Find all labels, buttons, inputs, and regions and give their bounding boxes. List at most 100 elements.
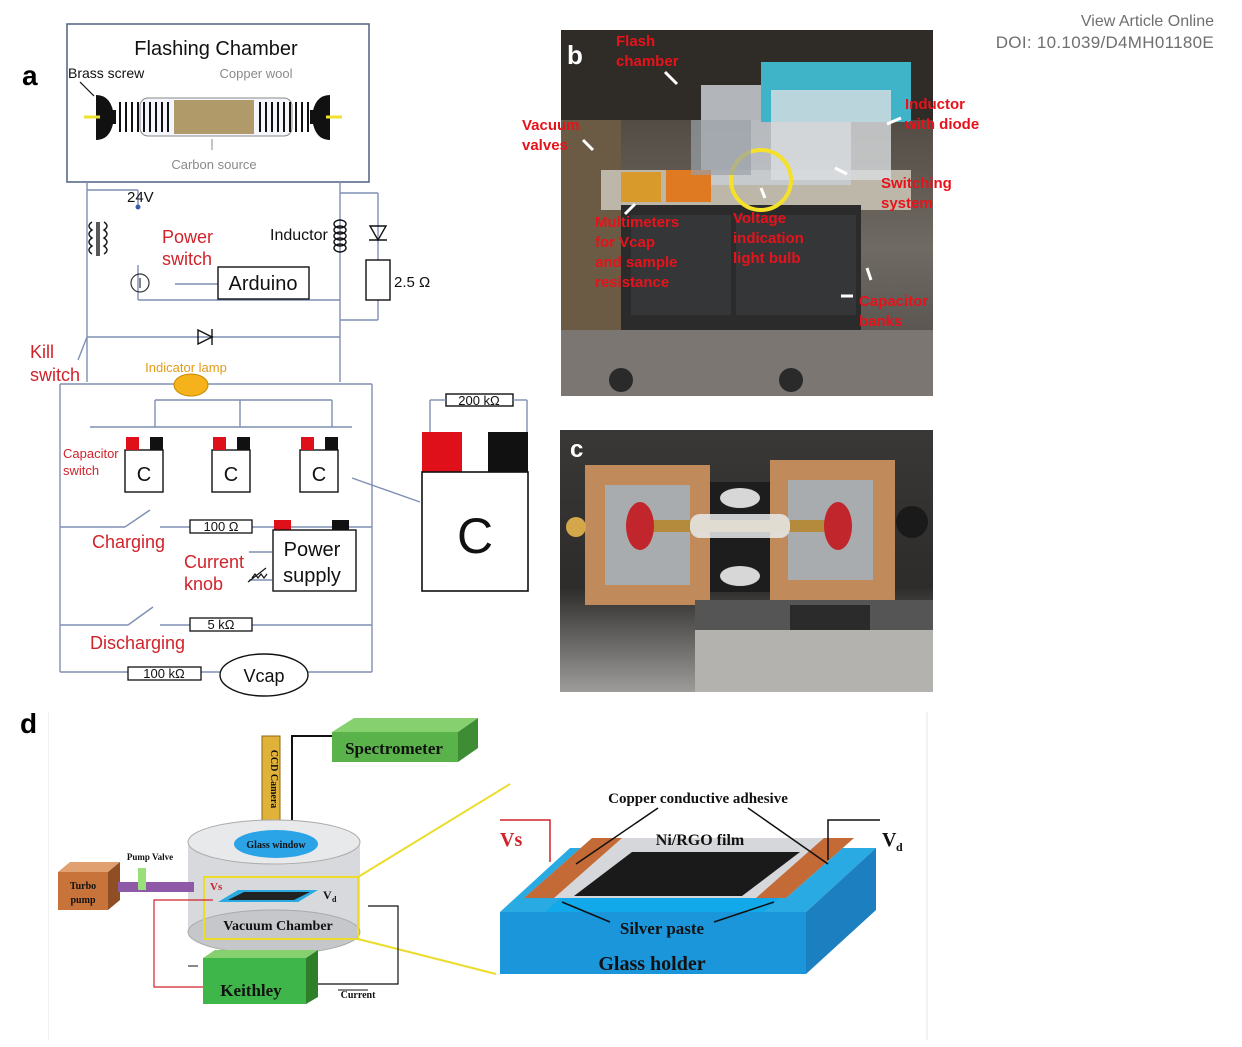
- resistor-2-5-label: 2.5 Ω: [394, 274, 430, 291]
- capacitor-detail-label: C: [457, 508, 493, 564]
- vd-small-label: V: [323, 888, 332, 902]
- capacitor-3-label: C: [312, 464, 326, 486]
- arduino-label: Arduino: [229, 273, 298, 295]
- power-switch-label-2: switch: [162, 249, 212, 269]
- spectrometer-box: [332, 732, 458, 762]
- resistor-5k: [189, 617, 253, 632]
- vcap-meter: [219, 653, 309, 697]
- film-label: Ni/RGO film: [656, 832, 745, 849]
- capacitor-2-label: C: [224, 464, 238, 486]
- capacitor-detail: [421, 471, 529, 592]
- voltage-label-2: indication: [733, 230, 804, 247]
- flash-chamber-label-2: chamber: [616, 53, 679, 70]
- kill-switch-label-2: switch: [30, 365, 80, 385]
- power-supply-label-1: Power: [284, 539, 341, 561]
- zoom-highlight: [203, 876, 359, 940]
- potentiometer-symbol: [247, 567, 268, 583]
- discharging-label: Discharging: [90, 633, 185, 653]
- multimeters-label-2: for Vcap: [595, 234, 655, 251]
- voltage-label-1: Voltage: [733, 210, 786, 227]
- switching-label-1: Switching: [881, 175, 952, 192]
- flyback-diode: [197, 328, 214, 346]
- glass-window-label: Glass window: [246, 840, 306, 851]
- pump-valve: [138, 868, 146, 890]
- copper-adhesive-label: Copper conductive adhesive: [608, 791, 788, 807]
- vs-small-label: Vs: [210, 881, 223, 893]
- turbo-pump-label-1: Turbo: [70, 881, 96, 892]
- spectrometer-label: Spectrometer: [345, 739, 443, 758]
- silver-paste-label: Silver paste: [620, 919, 705, 938]
- power-supply-box: [272, 529, 357, 592]
- charging-label: Charging: [92, 532, 165, 552]
- multimeters-label-4: resistance: [595, 274, 669, 291]
- doi-text: DOI: 10.1039/D4MH01180E: [995, 33, 1214, 52]
- power-switch-label-1: Power: [162, 227, 213, 247]
- switching-label-2: system: [881, 195, 933, 212]
- capacitor-bank: [124, 437, 339, 493]
- glass-holder: [500, 912, 806, 974]
- arduino-box: [217, 266, 310, 300]
- current-label: Current: [341, 990, 376, 1001]
- vcap-label: Vcap: [243, 666, 284, 686]
- resistor-5k-label: 5 kΩ: [207, 617, 234, 632]
- resistor-100k: [127, 666, 202, 681]
- v24-label: 24V: [127, 189, 154, 206]
- panel-b-letter: b: [567, 40, 583, 70]
- multimeters-label-3: and sample: [595, 254, 678, 271]
- flashing-chamber-box: [66, 23, 370, 183]
- pump-line: [118, 882, 194, 892]
- vd-big-label: V: [882, 829, 897, 851]
- copper-wool-sample: [174, 100, 254, 134]
- current-knob-label-1: Current: [184, 552, 244, 572]
- capacitor-1-label: C: [137, 464, 151, 486]
- view-article-online-link[interactable]: View Article Online: [1080, 13, 1214, 30]
- transformer-symbol: [88, 221, 108, 256]
- multimeters-label-1: Multimeters: [595, 214, 679, 231]
- ccd-camera-label: CCD Camera: [268, 750, 279, 809]
- power-supply-label-2: supply: [283, 565, 341, 587]
- flash-chamber-label-1: Flash: [616, 33, 655, 50]
- flashing-chamber-title: Flashing Chamber: [134, 38, 298, 60]
- copper-wool-label: Copper wool: [220, 66, 293, 81]
- inductor-label-2: with diode: [904, 116, 979, 133]
- keithley-box: [203, 958, 306, 1004]
- diode-symbol: [368, 225, 388, 242]
- vs-big-label: Vs: [500, 829, 522, 851]
- inductor-label-1: Inductor: [905, 96, 965, 113]
- pump-valve-label: Pump Valve: [127, 852, 173, 862]
- glass-window: [234, 830, 318, 858]
- voltage-label-3: light bulb: [733, 250, 800, 267]
- mosfet-symbol: [130, 273, 150, 293]
- indicator-lamp: [173, 373, 209, 397]
- vacuum-valves-label-2: valves: [522, 137, 568, 154]
- resistor-100: [189, 519, 253, 534]
- resistor-2-5: [365, 259, 391, 301]
- resistor-200k-label: 200 kΩ: [458, 393, 500, 408]
- resistor-100k-label: 100 kΩ: [143, 666, 185, 681]
- inductor-coil: [333, 219, 347, 253]
- indicator-lamp-label: Indicator lamp: [145, 360, 227, 375]
- keithley-label: Keithley: [220, 981, 282, 1000]
- circuit-diagram: Flashing Chamber Brass screw Copper wool…: [30, 23, 529, 697]
- panel-a-letter: a: [22, 60, 38, 91]
- ni-rgo-film: [574, 852, 800, 896]
- turbo-pump: [58, 872, 108, 910]
- inductor-label: Inductor: [270, 227, 328, 244]
- resistor-100-label: 100 Ω: [203, 519, 238, 534]
- kill-switch-label-1: Kill: [30, 342, 54, 362]
- capacitor-switch-label-1: Capacitor: [63, 446, 119, 461]
- current-knob-label-2: knob: [184, 574, 223, 594]
- panel-b-photo: b: [561, 30, 933, 396]
- glass-holder-label: Glass holder: [598, 953, 705, 975]
- brass-screw-label: Brass screw: [68, 65, 145, 81]
- capacitor-banks-label-2: banks: [859, 313, 902, 330]
- vd-big-sub: d: [896, 840, 903, 854]
- light-bulb-cage: [729, 148, 793, 212]
- article-header: View Article Online DOI: 10.1039/D4MH011…: [996, 12, 1214, 54]
- capacitor-switch-label-2: switch: [63, 463, 99, 478]
- panel-c-photo: c: [560, 430, 933, 692]
- vacuum-valves-label-1: Vacuum: [522, 117, 580, 134]
- panel-d-diagram: Spectrometer CCD Camera Glass window Vs …: [48, 712, 928, 1040]
- panel-b-annotations: Flash chamber Vacuum valves Inductor wit…: [522, 33, 979, 330]
- turbo-pump-label-2: pump: [70, 895, 95, 906]
